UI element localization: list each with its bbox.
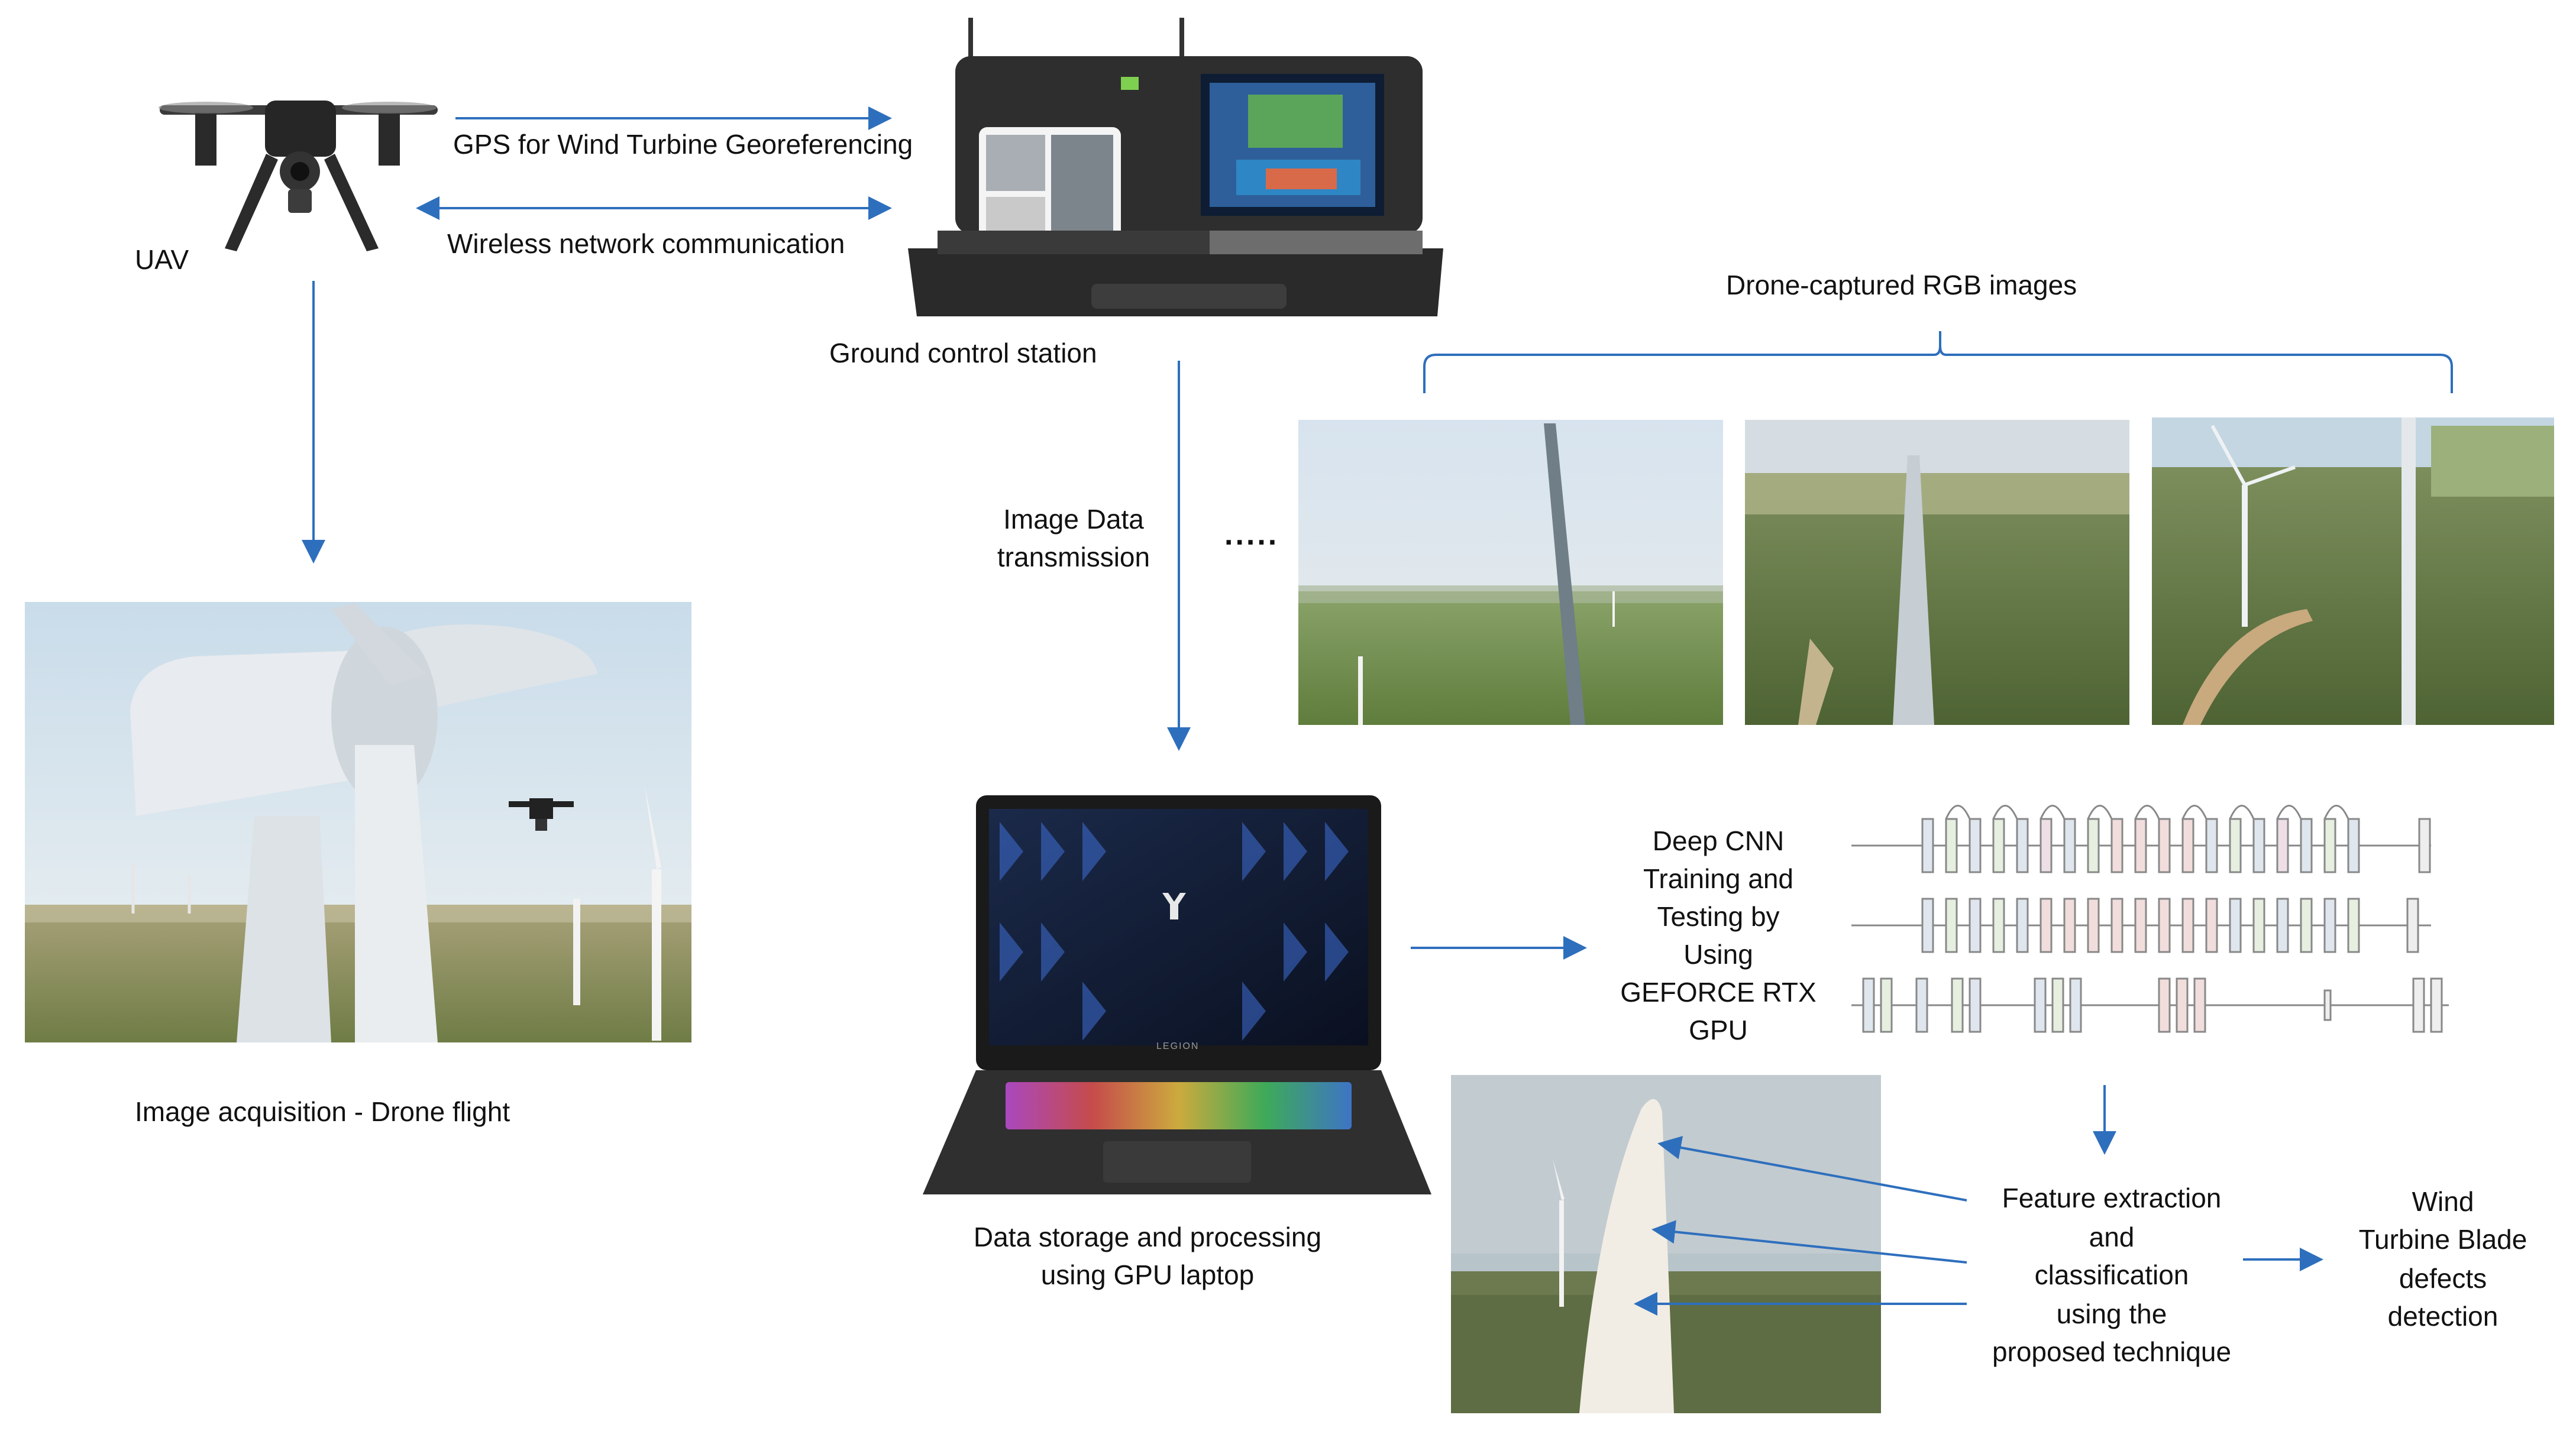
feature-label-line2: and xyxy=(2089,1222,2135,1252)
gps-label: GPS for Wind Turbine Georeferencing xyxy=(453,129,913,160)
uav-label: UAV xyxy=(135,244,189,275)
cnn-label-line4: Using xyxy=(1683,939,1753,970)
cnn-architecture-icon xyxy=(1851,805,2449,1033)
drone-flight-photo xyxy=(25,602,691,1042)
ellipsis-label: ..... xyxy=(1224,517,1279,552)
blade-closeup-photo xyxy=(1451,1075,1881,1413)
ground-control-station-icon xyxy=(908,18,1443,316)
result-label-line4: detection xyxy=(2387,1301,2499,1332)
feature-label-line1: Feature extraction xyxy=(2002,1183,2222,1213)
result-label-line2: Turbine Blade xyxy=(2358,1224,2527,1255)
cnn-label-line6: GPU xyxy=(1689,1015,1748,1045)
uav-drone-icon xyxy=(159,101,438,251)
image-data-label-line2: transmission xyxy=(997,542,1150,572)
laptop-brand-logo: LEGION xyxy=(1156,1041,1200,1051)
feature-label-line5: proposed technique xyxy=(1992,1336,2232,1367)
storage-label-line1: Data storage and processing xyxy=(973,1222,1322,1252)
feature-label-line3: classification xyxy=(2034,1259,2189,1290)
result-label-line1: Wind xyxy=(2412,1186,2474,1217)
cnn-label-line5: GEFORCE RTX xyxy=(1620,977,1817,1008)
cnn-label-line3: Testing by xyxy=(1657,901,1780,932)
drone-rgb-images-label: Drone-captured RGB images xyxy=(1726,270,2077,300)
result-label-line3: defects xyxy=(2399,1263,2487,1294)
gpu-laptop-icon xyxy=(923,795,1431,1194)
rgb-image-2 xyxy=(1745,420,2129,725)
connector-arrows xyxy=(302,106,2453,1316)
storage-label-line2: using GPU laptop xyxy=(1040,1259,1255,1290)
ground-control-station-label: Ground control station xyxy=(829,338,1097,368)
image-acquisition-label: Image acquisition - Drone flight xyxy=(135,1096,510,1127)
rgb-image-1 xyxy=(1298,420,1723,725)
cnn-label-line1: Deep CNN xyxy=(1652,825,1785,856)
rgb-image-3 xyxy=(2152,417,2554,725)
image-data-label-line1: Image Data xyxy=(1003,504,1144,535)
cnn-label-line2: Training and xyxy=(1643,863,1793,894)
wireless-label: Wireless network communication xyxy=(447,228,845,259)
feature-label-line4: using the xyxy=(2056,1298,2167,1329)
